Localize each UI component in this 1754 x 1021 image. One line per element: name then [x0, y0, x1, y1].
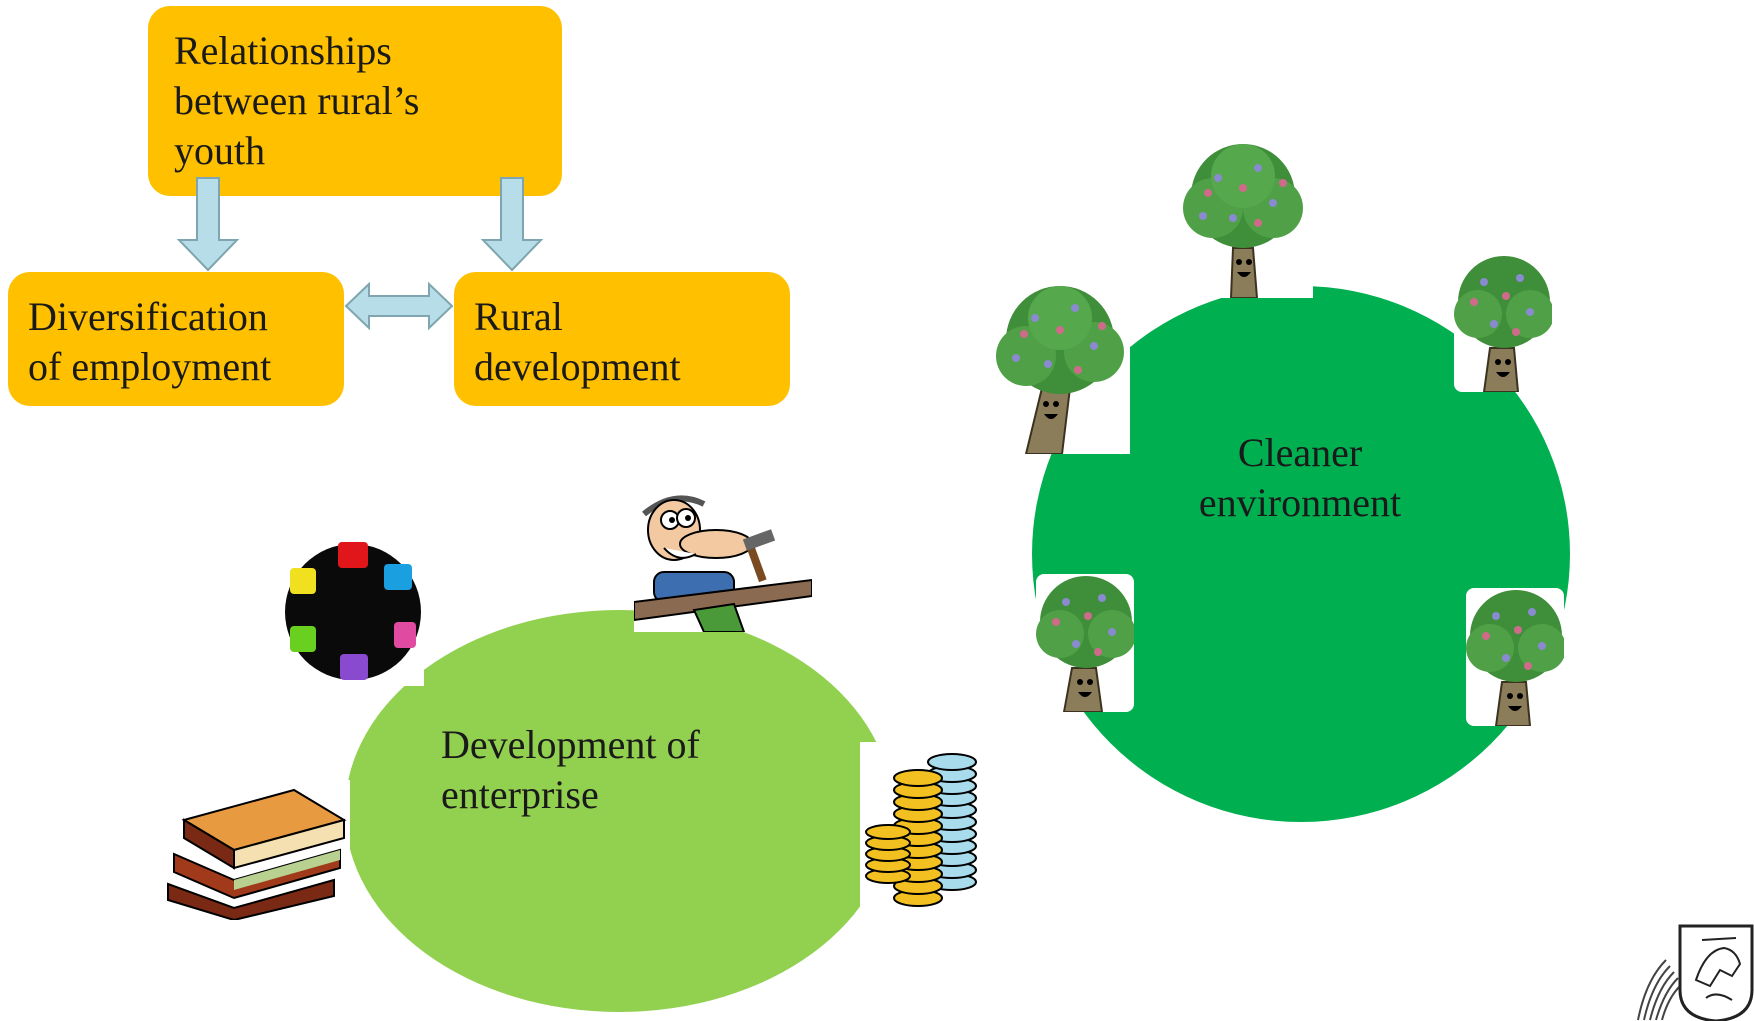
cleaner-line-2: environment: [1198, 480, 1402, 525]
tree-icon: [1173, 138, 1313, 298]
cleaner-environment-label: Cleaner environment: [1150, 428, 1450, 528]
relationships-box: Relationships between rural’s youth: [148, 6, 562, 196]
tree-icon: [1466, 588, 1564, 726]
diversification-line-1: Diversification: [28, 294, 268, 339]
tree-icon: [1454, 252, 1552, 392]
enterprise-line-1: Development of: [441, 722, 700, 767]
diversification-box: Diversification of employment: [8, 272, 344, 406]
down-arrow-left-icon: [176, 177, 240, 272]
enterprise-ellipse: [345, 610, 893, 1012]
cleaner-line-1: Cleaner: [1237, 430, 1363, 475]
down-arrow-right-icon: [480, 177, 544, 272]
enterprise-label: Development of enterprise: [441, 720, 801, 820]
rural-development-box: Rural development: [454, 272, 790, 406]
rural-development-line-1: Rural: [474, 294, 563, 339]
coins-icon: [860, 742, 984, 914]
relationships-line-2: between rural’s: [174, 78, 420, 123]
lithuanian-coat-of-arms-logo: [1637, 924, 1754, 1021]
double-arrow-icon: [344, 281, 454, 331]
tree-icon: [990, 278, 1130, 454]
carpenter-icon: [634, 484, 812, 632]
color-wheel-icon: [282, 534, 424, 686]
relationships-line-3: youth: [174, 128, 266, 173]
books-icon: [164, 780, 350, 920]
tree-icon: [1036, 574, 1134, 712]
rural-development-line-2: development: [474, 344, 681, 389]
enterprise-line-2: enterprise: [441, 772, 599, 817]
diversification-line-2: of employment: [28, 344, 272, 389]
relationships-line-1: Relationships: [174, 28, 392, 73]
